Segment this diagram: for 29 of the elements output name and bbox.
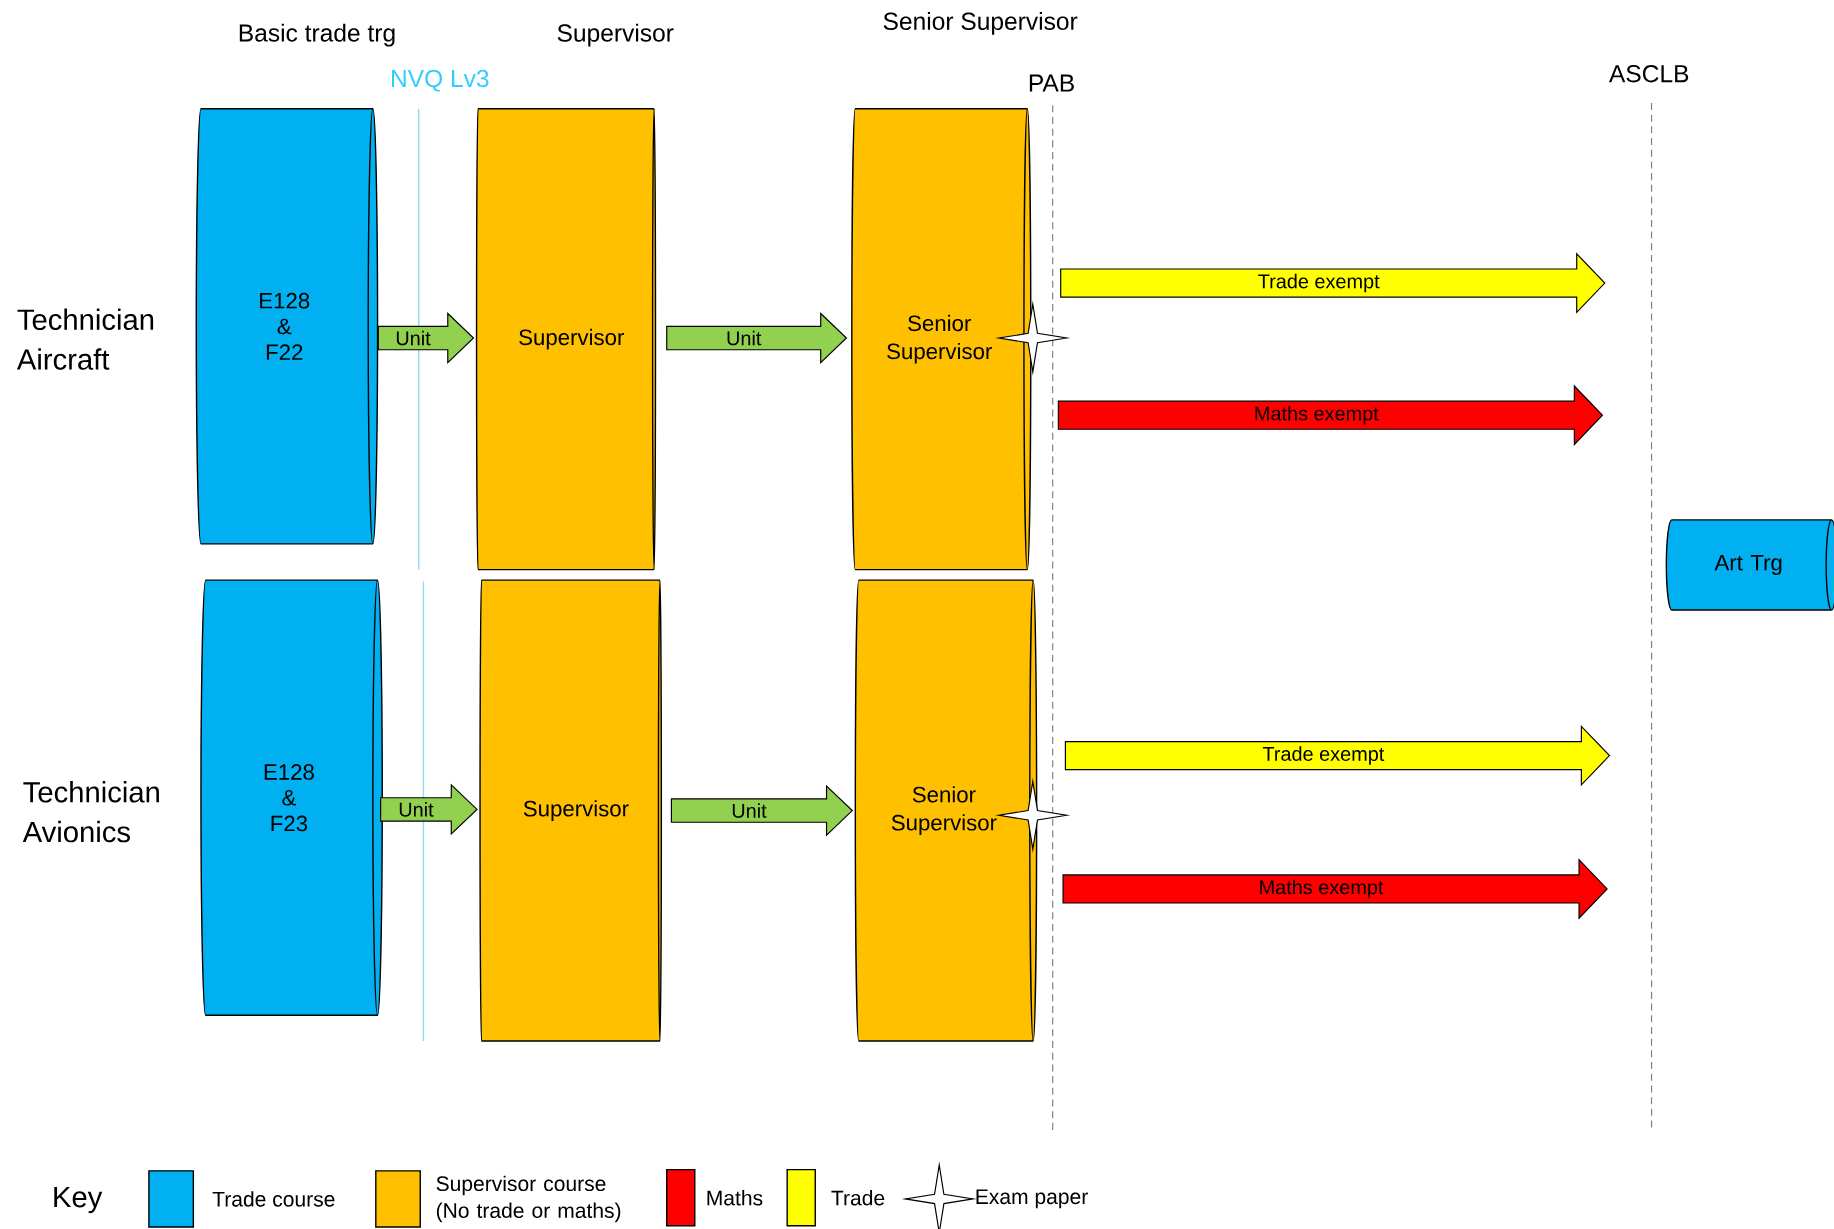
column-heading: Basic trade trg: [239, 23, 395, 47]
legend-label: Exam paper: [976, 1189, 1088, 1209]
legend-label: Maths: [707, 1189, 763, 1206]
line-label: NVQ Lv3: [392, 69, 489, 92]
edge-label: Maths exempt: [1255, 405, 1379, 425]
cylinder: Senior Supervisor: [851, 107, 1032, 571]
legend-label: Trade: [831, 1189, 885, 1206]
cylinder: E128 & F22: [195, 107, 379, 545]
column-heading: Supervisor: [557, 23, 674, 47]
line-label: PAB: [1029, 74, 1074, 92]
cylinder: Supervisor: [475, 107, 657, 571]
row-heading: Technician Avionics: [22, 780, 159, 843]
cylinder: E128 & F23: [200, 579, 383, 1016]
edge-label: Unit: [396, 330, 431, 346]
legend-label: Supervisor course (No trade or maths): [436, 1175, 621, 1223]
edge-label: Unit: [732, 803, 767, 818]
legend-label: Trade course: [212, 1191, 335, 1207]
edge-label: Trade exempt: [1258, 273, 1380, 293]
row-heading: Technician Aircraft: [16, 308, 154, 370]
edge-label: Maths exempt: [1260, 879, 1384, 899]
edge-label: Unit: [727, 330, 762, 346]
column-heading: Senior Supervisor: [883, 11, 1078, 35]
cylinder: Supervisor: [479, 579, 663, 1042]
cylinder: Art Trg: [1665, 519, 1834, 611]
edge-label: Trade exempt: [1262, 746, 1385, 765]
line-label: ASCLB: [1609, 64, 1689, 83]
edge-label: Unit: [399, 801, 434, 817]
cylinder: Senior Supervisor: [854, 579, 1038, 1042]
key-heading: Key: [54, 1186, 103, 1213]
